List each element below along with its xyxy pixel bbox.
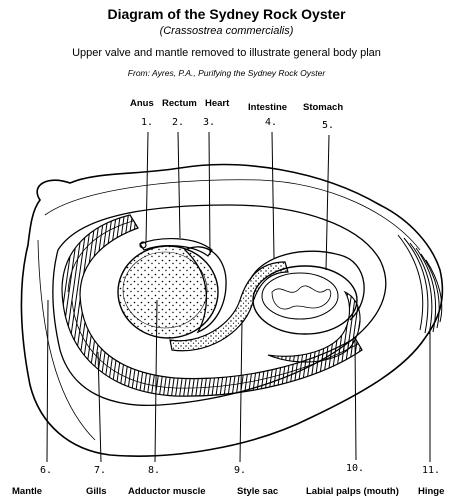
outer-shell-outline xyxy=(21,165,442,456)
number-1: 1. xyxy=(141,117,153,128)
label-stomach: Stomach xyxy=(303,102,343,113)
number-6: 6. xyxy=(40,465,52,476)
label-heart: Heart xyxy=(205,98,229,109)
number-9: 9. xyxy=(234,465,246,476)
label-hinge: Hinge xyxy=(418,486,444,497)
number-11: 11. xyxy=(422,465,440,476)
number-8: 8. xyxy=(148,465,160,476)
label-rectum: Rectum xyxy=(162,98,197,109)
leader-lines xyxy=(47,132,430,462)
number-10: 10. xyxy=(346,463,364,474)
label-anus: Anus xyxy=(130,98,154,109)
label-intestine: Intestine xyxy=(248,102,287,113)
label-gills: Gills xyxy=(86,486,107,497)
label-style-sac: Style sac xyxy=(237,486,278,497)
number-7: 7. xyxy=(94,465,106,476)
number-4: 4. xyxy=(265,117,277,128)
number-2: 2. xyxy=(172,117,184,128)
label-labial-palps: Labial palps (mouth) xyxy=(306,486,399,497)
number-5: 5. xyxy=(322,120,334,131)
adductor-muscle-shape xyxy=(118,246,218,338)
label-adductor-muscle: Adductor muscle xyxy=(128,486,206,497)
label-mantle: Mantle xyxy=(12,486,42,497)
number-3: 3. xyxy=(203,117,215,128)
